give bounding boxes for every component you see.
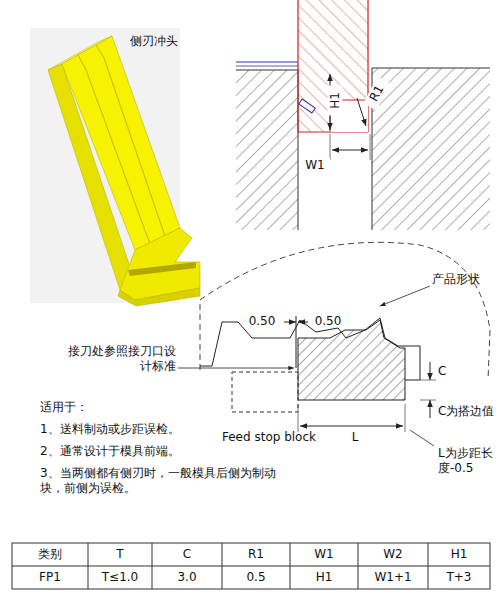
table-cell: T≤1.0 [90, 570, 150, 585]
dimension: C [438, 364, 458, 379]
table-cell: T+3 [430, 570, 488, 585]
cross-section [236, 0, 490, 230]
table-cell: W1+1 [360, 570, 426, 585]
note: 适用于： [40, 400, 160, 415]
note: L为步距长度-0.5 [438, 446, 494, 476]
table-grid [12, 543, 490, 589]
dimension: H1 [328, 86, 343, 116]
dimension: 0.50 [244, 314, 280, 329]
table-cell: H1 [292, 570, 356, 585]
part-name: 侧刃冲头 [130, 34, 200, 49]
dimension: 0.50 [310, 314, 346, 329]
dimension: W1 [300, 158, 330, 173]
table-cell: 类别 [14, 547, 86, 562]
table-cell: T [90, 547, 150, 562]
note: 接刀处参照接刀口设计标准 [60, 344, 176, 374]
table-cell: R1 [224, 547, 288, 562]
table-cell: 0.5 [224, 570, 288, 585]
table-cell: W1 [292, 547, 356, 562]
table-cell: W2 [360, 547, 426, 562]
table-cell: 3.0 [154, 570, 220, 585]
note: 3、当两侧都有侧刃时，一般模具后侧为制动块，前侧为误检。 [40, 466, 280, 496]
dimension: L [345, 430, 365, 445]
callout: 产品形状 [432, 272, 496, 287]
part-name: Feed stop block [214, 430, 324, 445]
table-cell: FP1 [14, 570, 86, 585]
table-cell: C [154, 547, 220, 562]
punch-3d [30, 28, 200, 306]
note: C为搭边值 [438, 404, 498, 419]
note: 1、送料制动或步距误检。 [40, 422, 230, 437]
table-cell: H1 [430, 547, 488, 562]
note: 2、通常设计于模具前端。 [40, 444, 230, 459]
